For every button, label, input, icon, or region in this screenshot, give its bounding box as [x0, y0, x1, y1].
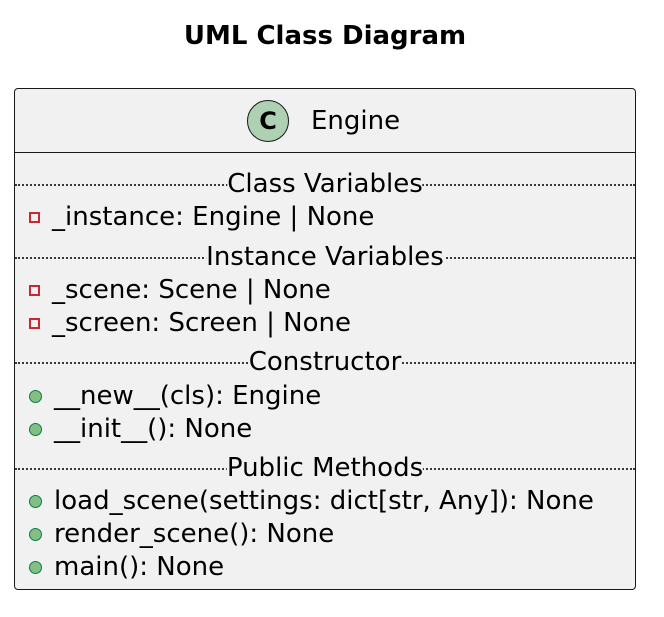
member-text: __init__(): None: [54, 414, 253, 444]
member-row: render_scene(): None: [29, 519, 334, 549]
class-name: Engine: [311, 106, 401, 136]
section-separator-public-methods: Public Methods: [15, 453, 635, 483]
member-text: render_scene(): None: [54, 519, 335, 549]
member-text: main(): None: [54, 552, 225, 582]
member-row: load_scene(settings: dict[str, Any]): No…: [29, 486, 594, 516]
member-text: load_scene(settings: dict[str, Any]): No…: [54, 486, 594, 516]
section-label: Public Methods: [226, 453, 424, 483]
member-row: main(): None: [29, 552, 224, 582]
private-square-icon: [29, 317, 40, 329]
public-circle-icon: [29, 560, 42, 574]
public-circle-icon: [29, 389, 42, 403]
private-square-icon: [29, 211, 40, 223]
public-circle-icon: [29, 494, 42, 508]
diagram-title: UML Class Diagram: [183, 21, 467, 51]
member-text: _screen: Screen | None: [52, 308, 351, 338]
header-divider: [15, 152, 635, 153]
member-row: __new__(cls): Engine: [29, 381, 321, 411]
class-header: C Engine: [15, 89, 635, 152]
section-separator-instance-variables: Instance Variables: [15, 242, 635, 272]
section-label: Instance Variables: [206, 242, 444, 272]
section-label: Class Variables: [227, 169, 423, 199]
private-square-icon: [29, 284, 40, 296]
section-label: Constructor: [248, 347, 402, 377]
class-stereotype-icon: C: [247, 100, 289, 142]
member-row: __init__(): None: [29, 414, 252, 444]
member-text: __new__(cls): Engine: [54, 381, 322, 411]
public-circle-icon: [29, 422, 42, 436]
class-box-engine[interactable]: C Engine Class Variables _instance: Engi…: [14, 88, 636, 590]
section-separator-class-variables: Class Variables: [15, 169, 635, 199]
member-row: _screen: Screen | None: [29, 308, 351, 338]
member-row: _scene: Scene | None: [29, 275, 331, 305]
member-text: _scene: Scene | None: [52, 275, 331, 305]
member-text: _instance: Engine | None: [52, 202, 375, 232]
public-circle-icon: [29, 527, 42, 541]
section-separator-constructor: Constructor: [15, 347, 635, 377]
member-row: _instance: Engine | None: [29, 202, 374, 232]
